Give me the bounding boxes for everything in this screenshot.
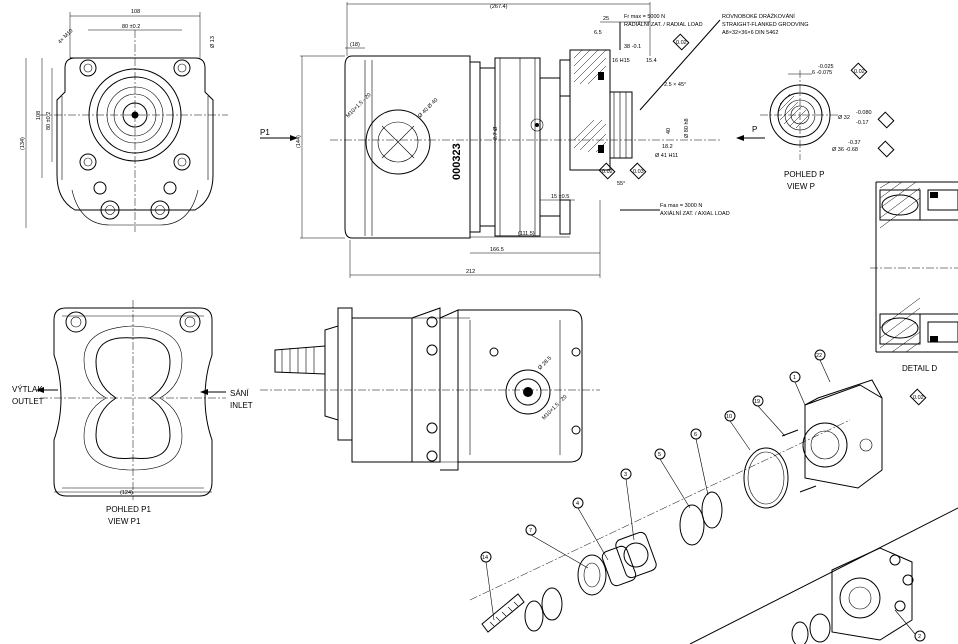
side-dim-shaft-40: 40 <box>666 128 672 134</box>
front-dim-bolt-spacing: 80 ±0.2 <box>122 24 140 30</box>
view-p1-inlet-cz: SÁNÍ <box>230 389 249 398</box>
radial-load-2: RADIÁLNÍ ZAT. / RADIAL LOAD <box>624 21 703 28</box>
svg-text:0.02: 0.02 <box>602 169 613 175</box>
side-dim-18: (18) <box>350 42 360 48</box>
radial-load-1: Fr max = 5000 N <box>624 14 665 20</box>
side-dim-inner-ref: 2.7 Ø <box>493 126 499 140</box>
balloon-1: 1 <box>793 375 796 381</box>
spline-note-2: STRAIGHT-FLANKED GROOVING <box>722 22 808 28</box>
front-dim-side-left: (134) <box>20 137 26 150</box>
side-dim-height: (144) <box>296 135 302 148</box>
side-dim-shaft-16: 16 H15 <box>612 58 630 64</box>
side-dim-total-length: 212 <box>466 269 475 275</box>
view-p1-title-cz: POHLED P1 <box>106 505 151 514</box>
view-p: -0.025 6 -0.075 Ø 32 -0.080 -0.17 -0.37 … <box>760 62 895 191</box>
side-tolerance-boxes: 0.02 0.02 0.03 <box>598 33 690 180</box>
side-dim-port-depth: Ø 40 Ø 40 <box>417 97 439 119</box>
side-serial-stamp: 000323 <box>451 143 463 180</box>
detail-d-tol: 0.02 <box>913 395 924 401</box>
view-p-d6: -0.37 <box>848 140 861 146</box>
balloon-2: 2 <box>918 634 921 640</box>
balloon-3: 3 <box>624 472 627 478</box>
exploded-balloons: 1 22 19 10 6 5 3 4 7 14 2 <box>480 349 926 642</box>
view-p-d2: 6 -0.075 <box>812 70 832 76</box>
side-view: (267.4) 000323 P1 P <box>260 2 808 278</box>
front-dim-side-inner-2: 80 ±0.2 <box>46 112 52 130</box>
side-dim-shaft-chamfer: 2.5 × 45° <box>664 82 686 88</box>
view-p-d5: -0.17 <box>856 120 869 126</box>
side-dim-port-thread: M10×1.5 - 20 <box>345 92 372 119</box>
balloon-7: 7 <box>529 528 532 534</box>
detail-d-title: DETAIL D <box>902 364 937 373</box>
view-p1-outlet-en: OUTLET <box>12 397 44 406</box>
svg-text:0.02: 0.02 <box>676 40 687 46</box>
side-p-label: P <box>752 125 757 134</box>
view-p-d7: Ø 36 -0.68 <box>832 147 858 153</box>
view-p-d1: -0.025 <box>818 64 834 70</box>
front-dim-top-width: 108 <box>131 9 140 15</box>
side-dim-111: (111.5) <box>518 231 535 237</box>
balloon-4: 4 <box>576 501 579 507</box>
view-p-d4: -0.080 <box>856 110 872 116</box>
balloon-19: 19 <box>754 399 760 405</box>
side-dim-shaft-15: 15.4 <box>646 58 657 64</box>
front-dim-hole: Ø 13 <box>210 36 216 48</box>
side-dim-shaft-55: 55° <box>617 181 625 187</box>
view-p-title-cz: POHLED P <box>784 170 824 179</box>
view-p-title-en: VIEW P <box>787 182 815 191</box>
axial-load-2: AXIÁLNÍ ZAT. / AXIAL LOAD <box>660 210 730 217</box>
side-dim-shaft-6: 6.5 <box>594 30 602 36</box>
detail-d: DETAIL D 0.02 <box>870 181 958 406</box>
side-dim-shaft-18: 18.2 <box>662 144 673 150</box>
view-p1-title-en: VIEW P1 <box>108 517 141 526</box>
balloon-22: 22 <box>816 353 822 359</box>
spline-note-3: A8×32×36×6 DIN 5462 <box>722 30 778 36</box>
spline-note-1: ROVNOBOKÉ DRÁŽKOVÁNÍ <box>722 12 795 20</box>
exploded-view: 1 22 19 10 6 5 3 4 7 14 2 <box>469 349 958 644</box>
side-dim-overall-length: (267.4) <box>490 4 508 10</box>
front-view: 108 80 ±0.2 (134) 108 80 ±0.2 4× M10 Ø 1… <box>20 9 228 232</box>
iso-port-2: M10×1.5 - 20 <box>541 394 568 421</box>
side-dim-shaft-38: 38 -0.1 <box>624 44 641 50</box>
side-dim-15: 15 ±0.5 <box>551 194 569 200</box>
side-dim-shaft-d80: Ø 80 h8 <box>684 118 690 138</box>
view-p1-width: (124) <box>120 490 133 496</box>
balloon-14: 14 <box>482 555 488 561</box>
iso-view: Ø 28.5 M10×1.5 - 20 <box>260 307 600 471</box>
side-dim-shaft-d41: Ø 41 H11 <box>655 153 678 159</box>
view-p1: (124) VÝTLAK OUTLET SÁNÍ INLET POHLED P1… <box>12 300 253 526</box>
view-p-d3: Ø 32 <box>838 115 850 121</box>
side-dim-shaft-25: 25 <box>603 16 609 22</box>
front-dim-bolt-circle: 4× M10 <box>57 28 74 45</box>
view-p-tol: 0.02 <box>854 69 865 75</box>
balloon-10: 10 <box>726 414 732 420</box>
balloon-6: 6 <box>694 432 697 438</box>
front-dim-side-inner-1: 108 <box>36 111 42 120</box>
view-p1-inlet-en: INLET <box>230 401 253 410</box>
svg-text:0.03: 0.03 <box>633 169 644 175</box>
front-bolt-holes <box>79 59 191 220</box>
side-dim-166: 166.5 <box>490 247 504 253</box>
iso-port-1: Ø 28.5 <box>537 355 553 371</box>
side-p1-label: P1 <box>260 128 270 137</box>
view-p1-outlet-cz: VÝTLAK <box>12 385 43 394</box>
balloon-5: 5 <box>658 452 661 458</box>
axial-load-1: Fa max = 3000 N <box>660 203 702 209</box>
